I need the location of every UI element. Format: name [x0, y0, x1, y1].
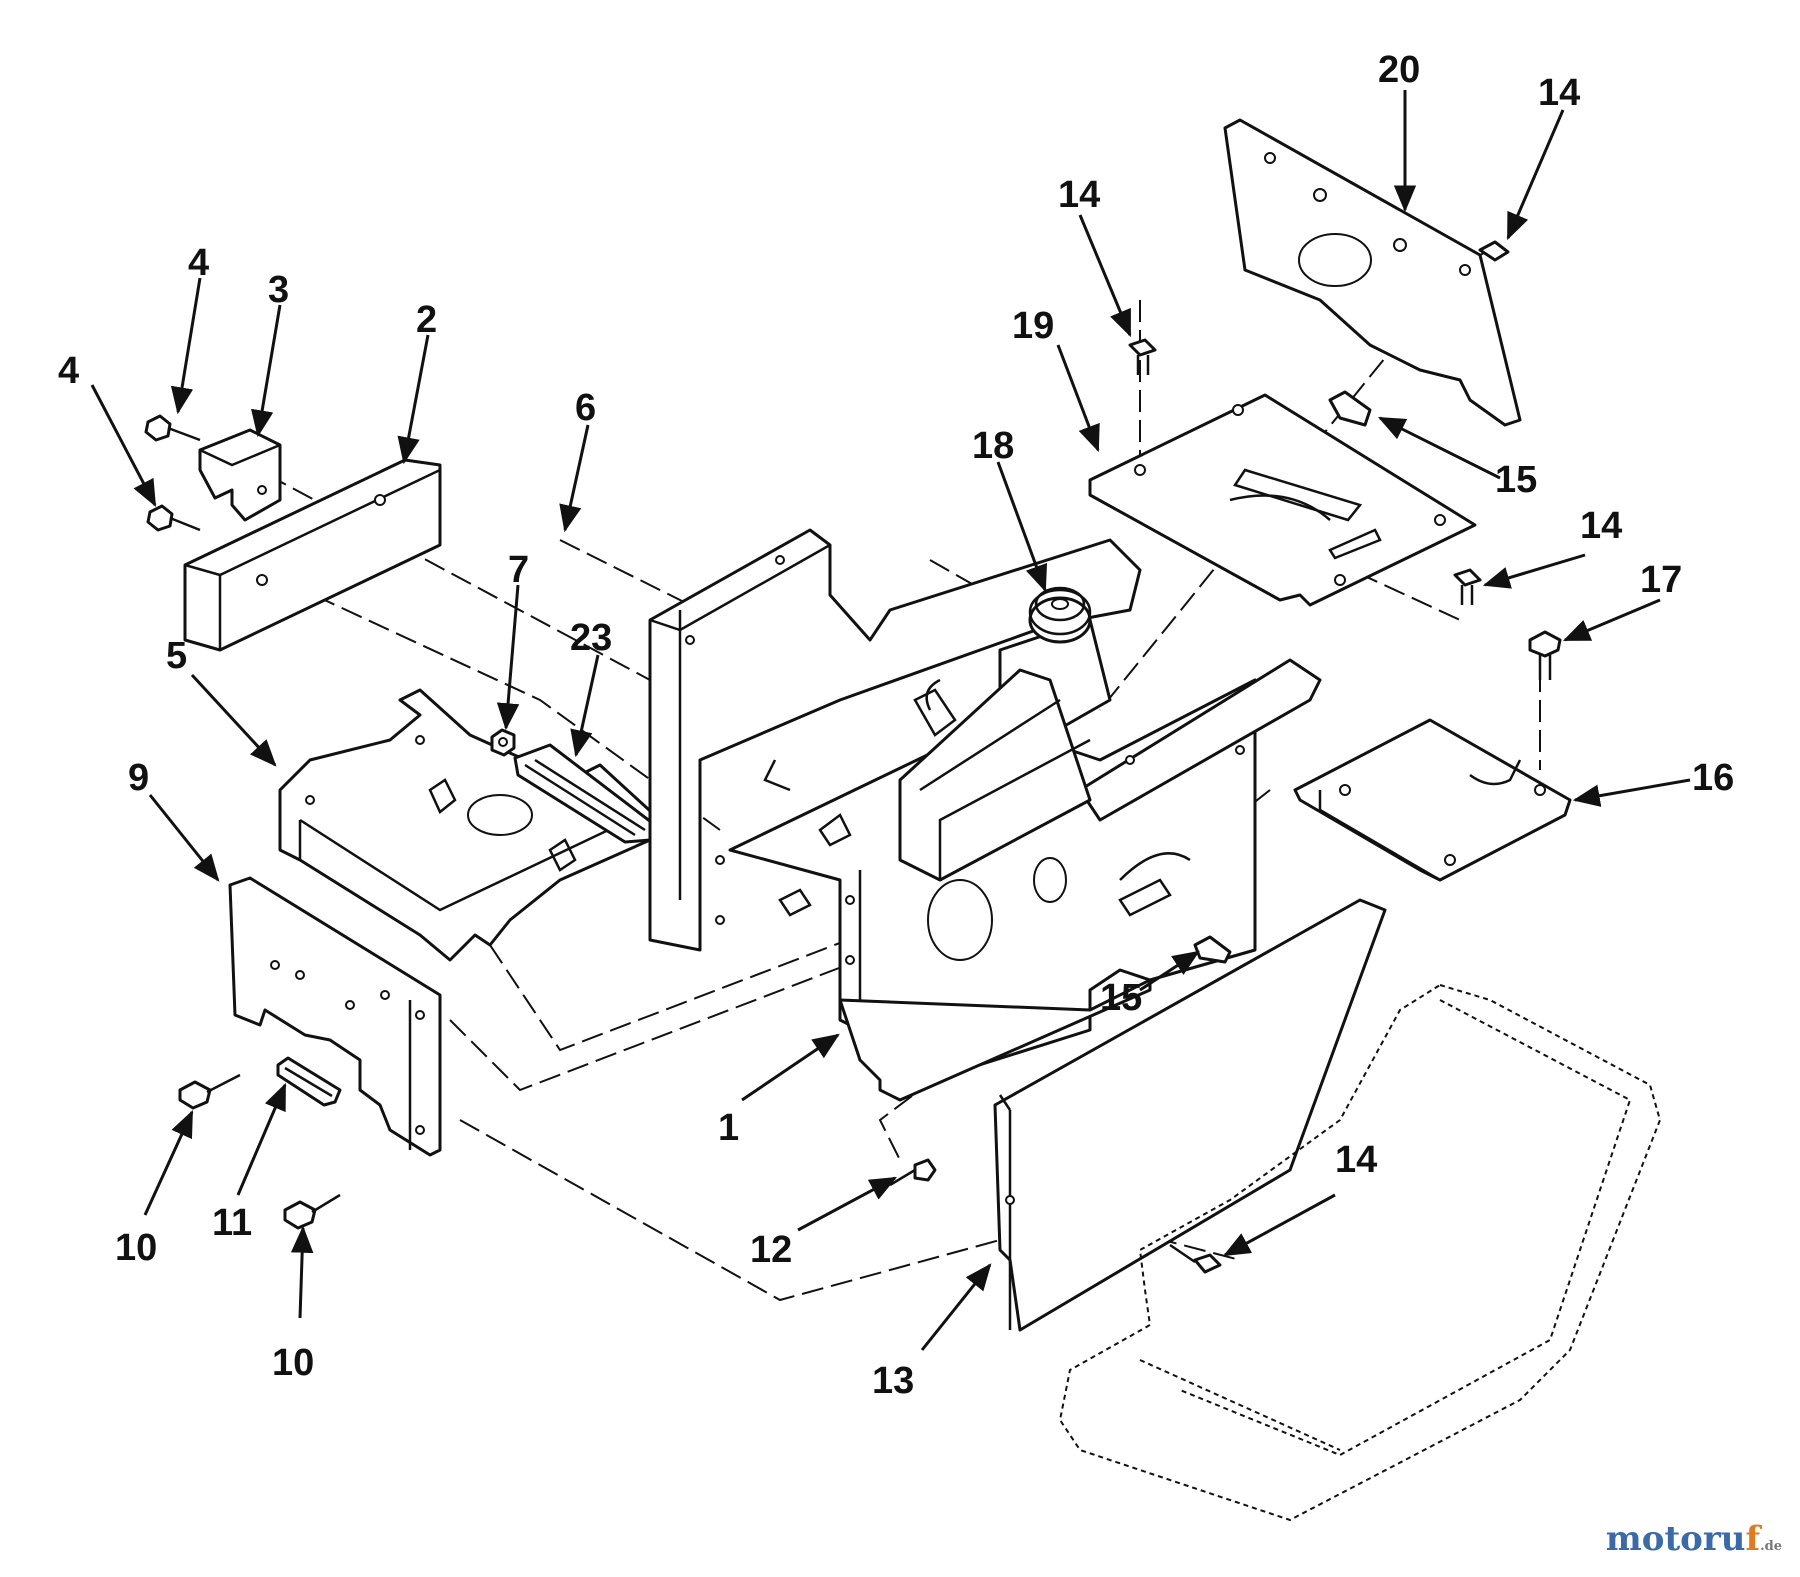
part-16-bracket — [1293, 718, 1572, 882]
callout-14-top-left: 14 — [1058, 174, 1100, 216]
watermark-logo: motoruf.de — [1606, 1519, 1782, 1559]
part-3-clip — [198, 428, 282, 522]
callout-7: 7 — [508, 549, 529, 591]
part-7-nut — [490, 728, 516, 757]
callout-9: 9 — [128, 757, 149, 799]
callout-12: 12 — [750, 1229, 792, 1271]
part-17-bolt — [1528, 630, 1562, 680]
callout-10-lower: 10 — [272, 1342, 314, 1384]
callout-2: 2 — [416, 299, 437, 341]
part-18-pulley — [1028, 586, 1092, 644]
part-11-insert — [276, 1056, 342, 1107]
watermark-domain-suffix: .de — [1760, 1539, 1782, 1554]
part-1-main-frame — [648, 528, 1322, 1102]
callout-5: 5 — [166, 635, 187, 677]
callout-labels: 1 2 3 4 4 5 6 7 9 10 10 11 12 13 14 14 1… — [58, 49, 1734, 1402]
part-19-top-plate — [1088, 393, 1477, 607]
callout-arrows — [90, 90, 1691, 1351]
callout-4-lower: 4 — [58, 350, 79, 392]
phantom-seat-outline — [1058, 983, 1662, 1522]
callout-14-bottom: 14 — [1335, 1139, 1377, 1181]
callout-4-upper: 4 — [188, 242, 209, 284]
part-15-clips — [1193, 390, 1372, 964]
part-10-bolts — [178, 1073, 341, 1230]
watermark-accent-letter: f — [1745, 1519, 1761, 1559]
callout-15-upper: 15 — [1495, 459, 1537, 501]
callout-13: 13 — [872, 1360, 914, 1402]
part-4-bolts — [144, 414, 201, 532]
part-12-bolt — [889, 1158, 937, 1187]
callout-11: 11 — [212, 1202, 252, 1244]
callout-6: 6 — [575, 387, 596, 429]
callout-10-upper: 10 — [115, 1227, 157, 1269]
part-20-plate — [1223, 118, 1522, 427]
callout-17: 17 — [1640, 559, 1682, 601]
watermark-main-text: motoru — [1605, 1519, 1746, 1559]
callout-16: 16 — [1692, 757, 1734, 799]
part-14-screws — [1128, 240, 1510, 1274]
callout-23: 23 — [570, 617, 612, 659]
part-5-mounting-plate — [278, 688, 662, 962]
callout-19: 19 — [1012, 305, 1054, 347]
callout-14-right: 14 — [1580, 505, 1622, 547]
callout-18: 18 — [972, 425, 1014, 467]
part-9-end-plate — [228, 876, 442, 1157]
part-13-side-panel — [993, 898, 1387, 1332]
callout-20: 20 — [1378, 49, 1420, 91]
callout-1: 1 — [718, 1107, 739, 1149]
callout-3: 3 — [268, 269, 289, 311]
callout-15-lower: 15 — [1100, 977, 1142, 1019]
callout-14-top-right: 14 — [1538, 72, 1580, 114]
